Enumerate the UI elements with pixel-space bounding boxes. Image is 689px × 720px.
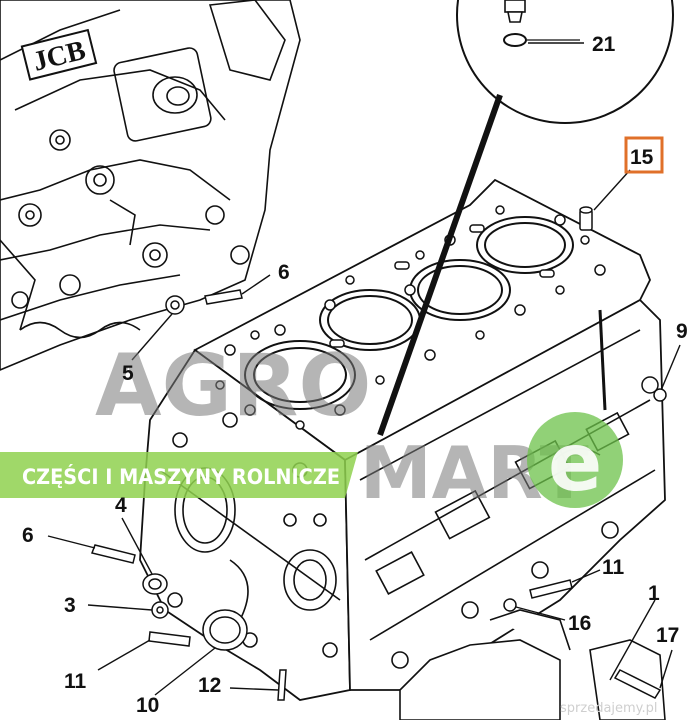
callout-9: 9	[676, 320, 688, 343]
callout-16: 16	[568, 612, 591, 635]
leader-lines	[47, 42, 681, 696]
watermark-banner-text: CZĘŚCI I MASZYNY ROLNICZE	[22, 464, 340, 489]
jcb-logo-plate: JCB	[20, 28, 98, 81]
callout-labels: 21 15 6 5 9 4 6 3 11 16 1 11 10 12 17	[22, 33, 688, 717]
callout-6-left: 6	[22, 524, 34, 547]
callout-1: 1	[648, 582, 660, 605]
callout-5: 5	[122, 362, 134, 385]
small-parts	[91, 206, 667, 701]
callout-3: 3	[64, 594, 76, 617]
zoom-leader-line	[377, 94, 503, 436]
agromarte-watermark: AGRO MART e CZĘŚCI I MASZYNY ROLNICZE	[0, 336, 623, 515]
callout-17: 17	[656, 624, 679, 647]
callout-11-right: 11	[602, 556, 625, 579]
watermark-e-letter: e	[548, 416, 602, 509]
callout-11-left: 11	[64, 670, 87, 693]
site-watermark: sprzedajemy.pl	[560, 701, 658, 716]
watermark-e-circle	[527, 412, 623, 508]
callout-10: 10	[136, 694, 159, 717]
bore-4	[476, 216, 574, 274]
detail-zoom-circle	[456, 0, 674, 124]
bore-1	[244, 340, 356, 410]
callout-6-top: 6	[278, 261, 290, 284]
watermark-banner: CZĘŚCI I MASZYNY ROLNICZE	[0, 452, 358, 498]
callout-4: 4	[115, 494, 127, 517]
bearing-caps	[399, 609, 666, 720]
callout-15-highlight-box	[624, 136, 664, 174]
callout-21: 21	[592, 33, 616, 56]
rear-engine-assembly	[0, 0, 301, 371]
callout-15: 15	[630, 146, 654, 169]
callout-12: 12	[198, 674, 221, 697]
watermark-brand-top: AGRO	[95, 336, 371, 436]
